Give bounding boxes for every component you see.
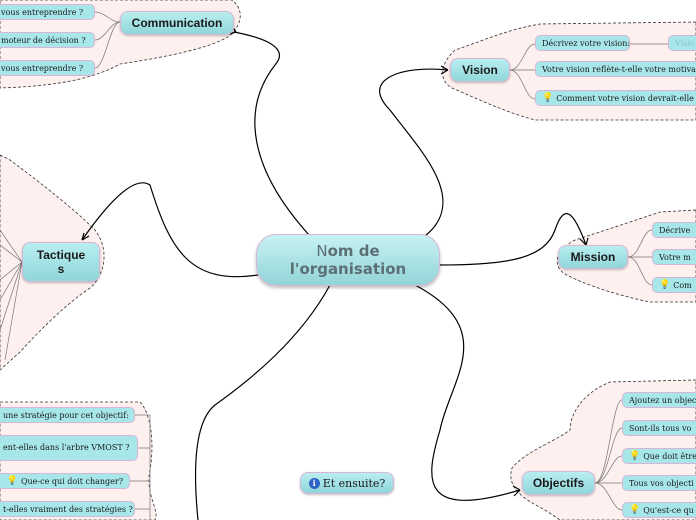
- objectifs-item-2[interactable]: Sont-ils tous vo: [622, 420, 696, 436]
- objectifs-item-5[interactable]: 💡 Qu'est-ce qu: [622, 502, 696, 518]
- central-line2: l'organisation: [289, 260, 407, 278]
- objectifs-item-3[interactable]: 💡 Que doit être: [622, 448, 696, 464]
- strategie-item-2[interactable]: ent-elles dans l'arbre VMOST ?: [0, 435, 138, 461]
- floating-topic-et-ensuite[interactable]: i Et ensuite?: [300, 472, 394, 494]
- lightbulb-icon: 💡: [629, 451, 641, 461]
- mission-label: Mission: [570, 250, 616, 264]
- vision-item-3[interactable]: 💡 Comment votre vision devrait-elle: [535, 90, 696, 106]
- topic-vision[interactable]: Vision: [450, 58, 510, 82]
- mission-item-2[interactable]: Votre m: [652, 249, 696, 265]
- topic-mission[interactable]: Mission: [558, 245, 628, 269]
- communication-item-3[interactable]: vous entreprendre ?: [0, 60, 95, 76]
- vision-child-1[interactable]: Visio: [668, 35, 696, 51]
- vision-label: Vision: [462, 63, 498, 77]
- lightbulb-icon: 💡: [6, 476, 18, 486]
- main-connectors: [81, 25, 589, 520]
- vision-item-2[interactable]: Votre vision reflète-t-elle votre motiva: [535, 61, 696, 77]
- mission-item-3[interactable]: 💡 Com: [652, 277, 696, 293]
- strategie-item-3[interactable]: 💡 Que-ce qui doit changer?: [0, 473, 130, 489]
- topic-objectifs[interactable]: Objectifs: [522, 471, 595, 495]
- lightbulb-icon: 💡: [542, 93, 554, 103]
- central-line1: om de: [327, 242, 380, 260]
- lightbulb-icon: 💡: [659, 280, 671, 290]
- lightbulb-icon: 💡: [629, 505, 641, 515]
- topic-tactiques[interactable]: Tactiques: [22, 242, 100, 282]
- objectifs-label: Objectifs: [532, 476, 585, 490]
- communication-item-1[interactable]: vous entreprendre ?: [0, 4, 95, 20]
- tactiques-label: Tactiques: [36, 248, 86, 276]
- mission-item-1[interactable]: Décrive: [652, 222, 696, 238]
- sub-connectors: [0, 11, 668, 520]
- topic-communication[interactable]: Communication: [120, 11, 234, 35]
- communication-item-2[interactable]: moteur de décision ?: [0, 32, 95, 48]
- objectifs-item-1[interactable]: Ajoutez un objec: [622, 392, 696, 408]
- strategie-item-1[interactable]: une stratégie pour cet objectif:: [0, 407, 135, 423]
- objectifs-item-4[interactable]: Tous vos objecti: [622, 475, 696, 491]
- strategie-item-4[interactable]: t-elles vraiment des stratégies ?: [0, 501, 135, 517]
- info-icon: i: [308, 477, 320, 489]
- vision-item-1[interactable]: Décrivez votre vision:: [535, 35, 630, 51]
- central-first-letter: N: [316, 242, 328, 260]
- communication-label: Communication: [131, 16, 223, 30]
